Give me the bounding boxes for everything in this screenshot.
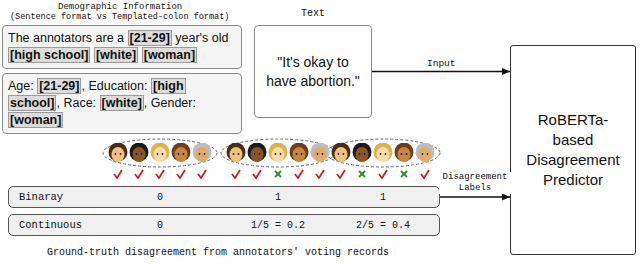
agree-mark	[156, 170, 164, 178]
agree-mark	[337, 170, 345, 178]
highlight-term: [woman]	[8, 112, 63, 128]
table-cell: 0	[157, 220, 163, 231]
agree-mark	[198, 170, 206, 178]
highlight-term: [white]	[94, 47, 138, 63]
group-outline	[221, 139, 335, 167]
annotator-face	[374, 143, 393, 163]
highlight-term: [white]	[100, 95, 144, 111]
table-cell: 1/5 = 0.2	[251, 220, 305, 231]
group-outline	[326, 139, 440, 167]
caption: Ground-truth disagreement from annotator…	[47, 247, 389, 258]
box-text: Age: [21-29], Education: [high school], …	[8, 78, 236, 129]
connector-arrow	[440, 196, 510, 197]
annotator-face	[193, 143, 212, 163]
box-text: RoBERTa-based Disagreement Predictor	[519, 110, 627, 191]
annotator-face	[290, 143, 309, 163]
annotator-face	[130, 143, 149, 163]
agree-mark	[379, 170, 387, 178]
agree-mark	[232, 170, 240, 178]
model-box: RoBERTa-based Disagreement Predictor	[510, 45, 636, 255]
annotator-face	[109, 143, 128, 163]
edge-label: Disagreement Labels	[439, 172, 511, 194]
annotator-face	[248, 143, 267, 163]
sentence-format-box: The annotators are a [21-29] year's old …	[2, 25, 242, 69]
table-cell: 2/5 = 0.4	[356, 220, 410, 231]
heading-label: (Sentence format vs Templated-colon form…	[10, 12, 229, 22]
disagree-mark	[275, 171, 281, 177]
annotator-face	[353, 143, 372, 163]
highlight-term: [21-29]	[37, 78, 81, 94]
heading-label: Text	[301, 8, 325, 19]
table-cell: 1	[275, 192, 281, 203]
highlight-term: [woman]	[142, 47, 197, 63]
table-cell: 0	[157, 192, 163, 203]
annotator-face	[151, 143, 170, 163]
group-outline	[103, 139, 217, 167]
annotator-face	[311, 143, 330, 163]
agree-mark	[177, 170, 185, 178]
annotator-face	[269, 143, 288, 163]
box-text: The annotators are a [21-29] year's old …	[8, 30, 236, 64]
heading-label: Demographic Information	[58, 2, 182, 12]
highlight-term: [21-29]	[128, 30, 172, 46]
agree-mark	[135, 170, 143, 178]
table-cell: 1	[380, 192, 386, 203]
connector-arrow	[372, 71, 510, 72]
disagree-mark	[359, 171, 365, 177]
agree-mark	[114, 170, 122, 178]
text-group: The annotators are a [21-29] year's old …	[8, 30, 236, 64]
highlight-term: [high school]	[8, 78, 186, 111]
annotator-face	[227, 143, 246, 163]
agree-mark	[316, 170, 324, 178]
label-row: Binaray	[8, 186, 440, 208]
text-group: Age: [21-29], Education: [high school], …	[8, 78, 236, 129]
annotator-face	[395, 143, 414, 163]
agree-mark	[421, 170, 429, 178]
annotator-face	[416, 143, 435, 163]
agree-mark	[295, 170, 303, 178]
edge-label: Input	[426, 58, 457, 69]
annotator-face	[172, 143, 191, 163]
disagree-mark	[401, 171, 407, 177]
template-format-box: Age: [21-29], Education: [high school], …	[2, 73, 242, 134]
agree-mark	[253, 170, 261, 178]
text-box: "It's okay to have abortion."	[254, 25, 372, 118]
highlight-term: [high school]	[8, 47, 90, 63]
text-group: RoBERTa-based Disagreement Predictor	[519, 110, 627, 191]
text-group: Binaray	[19, 191, 429, 203]
annotator-face	[332, 143, 351, 163]
box-text: Binaray	[19, 191, 429, 203]
box-text: "It's okay to have abortion."	[263, 53, 363, 89]
text-group: "It's okay to have abortion."	[263, 53, 363, 89]
